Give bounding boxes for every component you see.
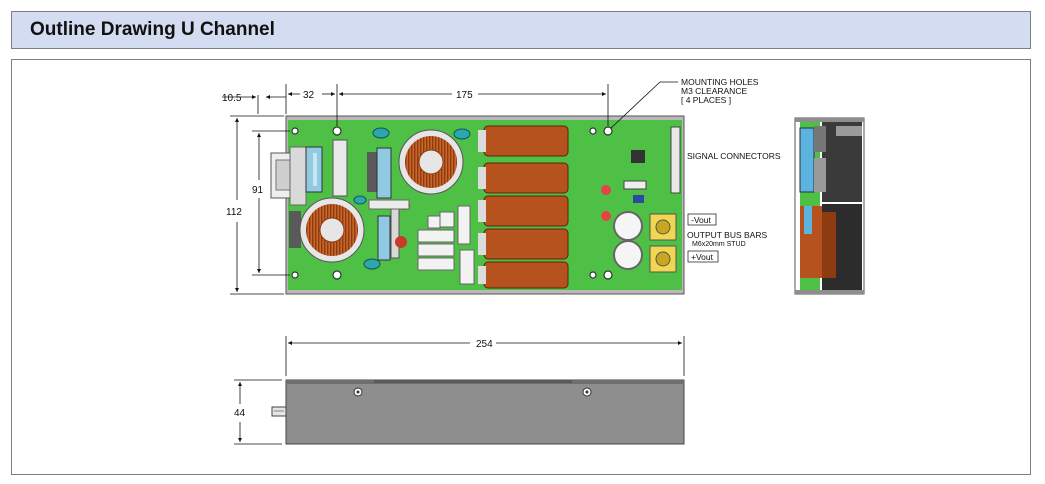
end-view [794,117,865,295]
dim-first-hole: 32 [303,90,315,101]
dim-total-height: 112 [226,207,242,218]
side-view [271,379,685,445]
side-dimensions [234,336,685,445]
mounting-holes-clearance: M3 CLEARANCE [681,86,747,96]
signal-connector [670,126,681,194]
mounting-holes-count: [ 4 PLACES ] [681,95,731,105]
output-bus-bars-label: OUTPUT BUS BARS [687,230,767,240]
minus-vout-label: -Vout [691,215,711,225]
dim-hole-span: 175 [456,90,473,101]
mounting-holes [291,126,613,280]
top-dimensions [222,81,678,295]
dim-height: 44 [234,408,246,419]
dim-left-offset: 10.5 [222,93,242,104]
signal-connectors-label: SIGNAL CONNECTORS [687,151,781,161]
chassis-side [285,379,685,445]
plus-vout-label: +Vout [691,252,714,262]
dim-inner-height: 91 [252,185,264,196]
section-title: Outline Drawing U Channel [30,19,275,40]
section-header: Outline Drawing U Channel [11,11,1031,49]
stud-label: M6x20mm STUD [692,241,746,248]
dim-length: 254 [476,339,493,350]
top-view [270,115,685,295]
mounting-holes-label: MOUNTING HOLES [681,77,759,87]
electrolytic-capacitors [478,125,569,289]
